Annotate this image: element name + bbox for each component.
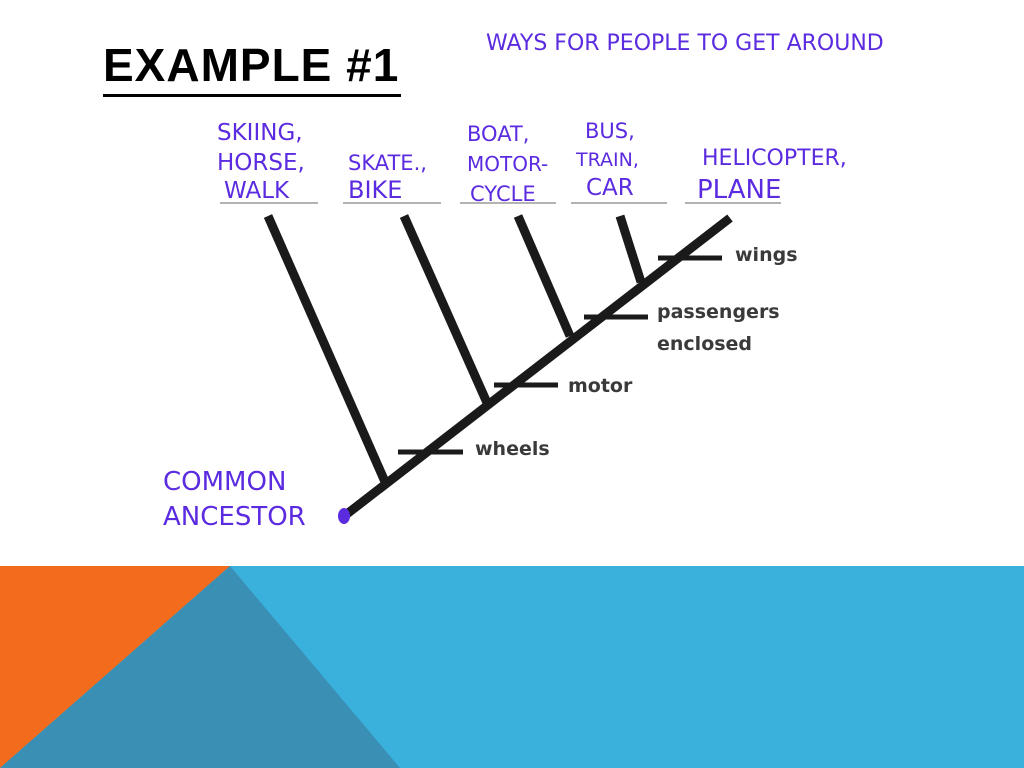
- tip-1-line-2: HORSE,: [217, 150, 305, 176]
- tip-1-line-1: SKIING,: [217, 120, 303, 146]
- tip-4-line-3: CAR: [586, 175, 634, 201]
- tip-4-line-1: BUS,: [585, 119, 635, 143]
- tip-labels: SKIING, HORSE, WALK SKATE., BIKE BOAT, M…: [217, 119, 847, 206]
- branch-3: [513, 214, 575, 338]
- footer-teal: [0, 566, 400, 768]
- trait-label-wheels: wheels: [475, 438, 550, 460]
- trait-label-wings: wings: [735, 244, 798, 266]
- tip-3-line-3: CYCLE: [470, 182, 536, 206]
- trait-label-passengers: passengers: [657, 301, 780, 323]
- trait-label-motor: motor: [568, 375, 633, 397]
- tip-4-line-2: TRAIN,: [575, 149, 639, 171]
- main-branch: [340, 214, 733, 521]
- root-dot: [338, 508, 350, 524]
- tip-3-line-2: MOTOR-: [467, 152, 548, 176]
- tree-branches: [263, 214, 733, 521]
- tip-2-line-2: BIKE: [348, 176, 402, 204]
- tip-3-line-1: BOAT,: [467, 122, 529, 146]
- tip-5-line-2: PLANE: [697, 175, 781, 205]
- trait-ticks: [398, 255, 722, 455]
- branch-2: [399, 214, 493, 407]
- tip-1-line-3: WALK: [224, 178, 290, 204]
- tip-2-line-1: SKATE.,: [348, 151, 427, 175]
- root-label-line-2: ANCESTOR: [163, 502, 306, 532]
- footer-band: [0, 566, 1024, 768]
- root-label-line-1: COMMON: [163, 467, 286, 497]
- tip-5-line-1: HELICOPTER,: [702, 146, 847, 171]
- annotation-heading: WAYS FOR PEOPLE TO GET AROUND: [486, 31, 884, 56]
- branch-4: [615, 214, 646, 284]
- trait-label-enclosed: enclosed: [657, 333, 752, 355]
- branch-1: [263, 214, 391, 486]
- slide-title: EXAMPLE #1: [103, 36, 402, 97]
